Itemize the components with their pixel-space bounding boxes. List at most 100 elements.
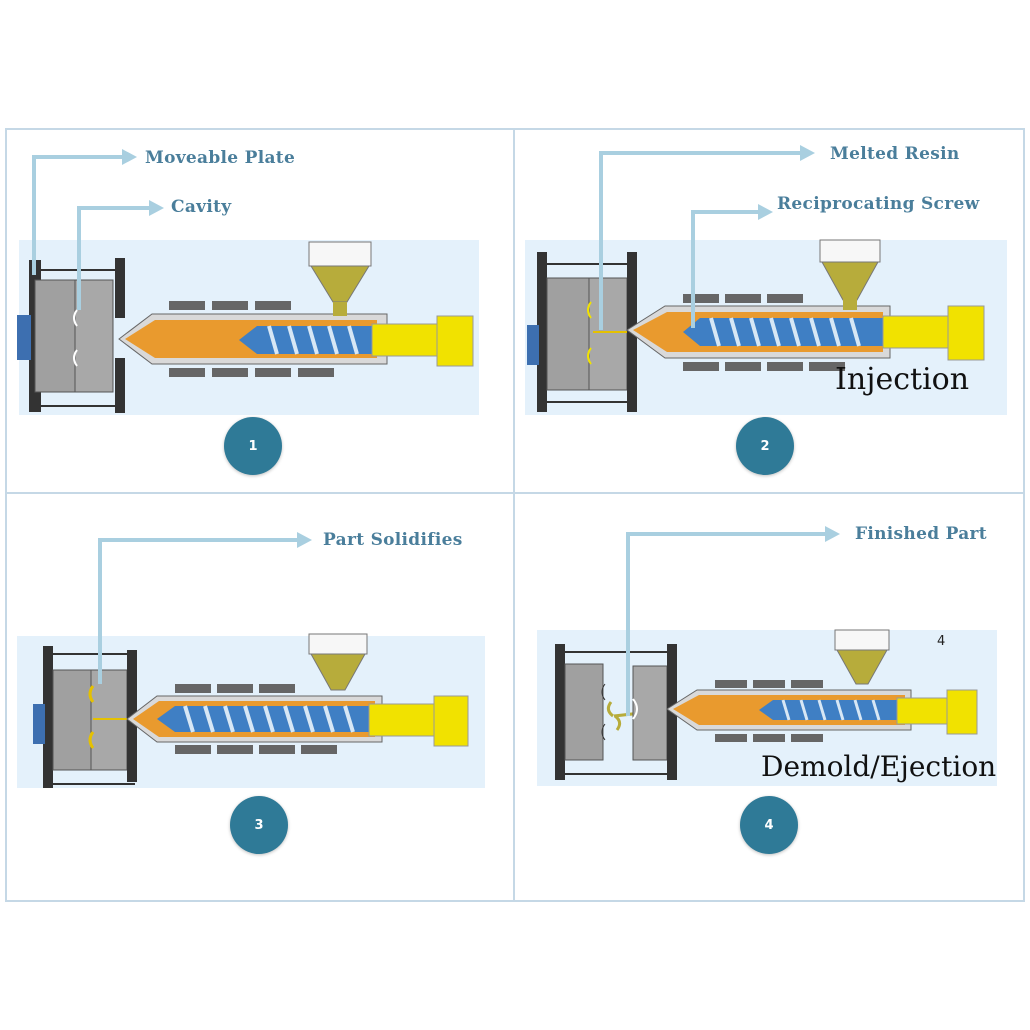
solidified-part: [88, 685, 95, 749]
heater-band: [753, 680, 785, 688]
heater-band: [791, 734, 823, 742]
stage-label-injection: Injection: [835, 362, 970, 397]
panel-step-4: Finished Part 4 Demold/Ejection 4: [515, 494, 1023, 860]
heater-band: [715, 680, 747, 688]
hopper-top: [308, 241, 372, 267]
hopper-throat: [333, 302, 347, 316]
heater-band: [175, 684, 211, 693]
ram: [371, 323, 438, 357]
heater-band: [301, 745, 337, 754]
heater-band: [791, 680, 823, 688]
screw-flights: [183, 705, 355, 733]
step-badge-1: 1: [224, 417, 282, 475]
callout-part-solidifies: Part Solidifies: [323, 530, 463, 550]
arrow-reciprocating-screw: [691, 210, 760, 328]
ram-cylinder: [436, 315, 474, 367]
machine-diagram-4: [537, 526, 997, 786]
heater-band: [767, 362, 803, 371]
hopper-throat: [843, 298, 857, 310]
platen-right-top: [115, 258, 125, 318]
callout-melted-resin: Melted Resin: [830, 144, 960, 164]
screw-flights: [709, 317, 861, 347]
platen-left: [555, 644, 565, 780]
heater-band: [255, 301, 291, 310]
cavity-shape: [632, 698, 638, 720]
frame-center: [513, 128, 515, 902]
platen-left: [43, 646, 53, 788]
hopper-pellets: [836, 649, 888, 685]
ram-cylinder: [947, 305, 985, 361]
hopper-top: [834, 629, 890, 651]
moving-mold-half: [546, 277, 590, 391]
ram: [882, 315, 949, 349]
step-badge-2: 2: [736, 417, 794, 475]
frame-right: [1023, 128, 1025, 902]
step-badge-4: 4: [740, 796, 798, 854]
clamp-cylinder: [33, 704, 45, 744]
machine-diagram-2: [525, 145, 1007, 415]
ram: [896, 697, 948, 725]
arrow-part-solidifies: [98, 538, 297, 684]
callout-reciprocating-screw: Reciprocating Screw: [777, 194, 980, 214]
fixed-mold-half: [588, 277, 628, 391]
heater-band: [683, 362, 719, 371]
heater-band: [683, 294, 719, 303]
hopper-pellets: [310, 653, 366, 691]
heater-band: [809, 362, 845, 371]
heater-band: [298, 368, 334, 377]
step-badge-3: 3: [230, 796, 288, 854]
moving-mold-half: [564, 663, 604, 761]
callout-cavity: Cavity: [171, 197, 232, 217]
fixed-mold-half: [74, 279, 114, 393]
heater-band: [255, 368, 291, 377]
heater-band: [753, 734, 785, 742]
heater-band: [715, 734, 747, 742]
heater-band: [217, 745, 253, 754]
heater-band: [217, 684, 253, 693]
heater-band: [175, 745, 211, 754]
machine-diagram-3: [17, 532, 485, 788]
panel-step-1: Moveable Plate Cavity 1: [7, 130, 515, 496]
machine-diagram-1: [17, 149, 479, 415]
heater-band: [212, 301, 248, 310]
panel-step-3: Part Solidifies 3: [7, 494, 515, 860]
panel-step-2: Melted Resin Reciprocating Screw Injecti…: [515, 130, 1023, 496]
corner-number: 4: [937, 634, 946, 649]
heater-band: [259, 745, 295, 754]
screw: [759, 700, 897, 720]
hopper-top: [819, 239, 881, 263]
clamp-cylinder: [527, 325, 539, 365]
arrowhead: [297, 532, 312, 548]
moving-mold-half: [34, 279, 76, 393]
moving-mold-half: [52, 669, 92, 771]
frame-bottom: [5, 900, 1025, 902]
hopper-top: [308, 633, 368, 655]
arrow-finished-part: [626, 532, 825, 716]
arrow-melted-resin: [599, 151, 805, 330]
platen-left: [537, 252, 547, 412]
callout-finished-part: Finished Part: [855, 524, 987, 544]
frame-left: [5, 128, 7, 902]
arrowhead: [825, 526, 840, 542]
empty-cavity: [601, 683, 606, 741]
stage-label-demold-ejection: Demold/Ejection: [761, 750, 997, 783]
frame-top: [5, 128, 1025, 130]
ram-cylinder: [433, 695, 469, 747]
arrowhead: [122, 149, 137, 165]
heater-band: [767, 294, 803, 303]
heater-band: [725, 362, 761, 371]
heater-band: [212, 368, 248, 377]
cavity-shape: [73, 309, 78, 367]
fixed-mold-half: [632, 665, 668, 761]
arrowhead: [758, 204, 773, 220]
arrow-cavity: [77, 206, 149, 310]
screw-flights: [781, 699, 881, 721]
heater-band: [169, 368, 205, 377]
arrowhead: [149, 200, 164, 216]
clamp-cylinder: [17, 315, 31, 360]
screw-flights: [267, 325, 359, 355]
filled-cavity: [587, 301, 592, 365]
platen-right-bottom: [115, 358, 125, 413]
ram: [368, 703, 435, 737]
